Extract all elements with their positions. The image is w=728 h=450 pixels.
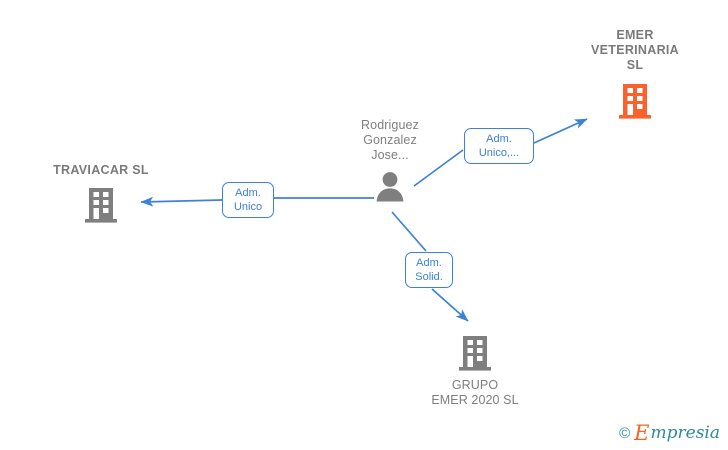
watermark-brand-name: mpresia [650, 423, 721, 443]
node-label-traviacar-sl: TRAVIACAR SL [53, 163, 149, 177]
building-icon [85, 188, 117, 223]
building-icon [459, 336, 491, 371]
edge-label-grupo-emer-2020[interactable]: Adm. Solid. [405, 252, 453, 288]
node-grupo-emer-2020-sl[interactable]: GRUPO EMER 2020 SL [400, 334, 550, 408]
node-label-rodriguez-gonzalez-jose: Rodriguez Gonzalez Jose... [361, 118, 419, 162]
node-label-grupo-emer-2020-sl: GRUPO EMER 2020 SL [431, 378, 519, 407]
node-emer-veterinaria-sl[interactable]: EMER VETERINARIA SL [555, 28, 715, 120]
copyright-icon: © [619, 425, 631, 442]
edge-label-traviacar[interactable]: Adm. Unico [222, 182, 274, 218]
node-traviacar-sl[interactable]: TRAVIACAR SL [26, 163, 176, 224]
node-label-emer-veterinaria-sl: EMER VETERINARIA SL [590, 28, 680, 72]
watermark-brand-initial: E [634, 421, 650, 445]
edge-label-emer-veterinaria[interactable]: Adm. Unico,... [464, 128, 534, 164]
empresia-watermark: © E mpresia [619, 423, 720, 444]
node-rodriguez-gonzalez-jose[interactable]: Rodriguez Gonzalez Jose... [325, 118, 455, 202]
building-icon [619, 84, 651, 119]
person-icon [376, 172, 404, 202]
